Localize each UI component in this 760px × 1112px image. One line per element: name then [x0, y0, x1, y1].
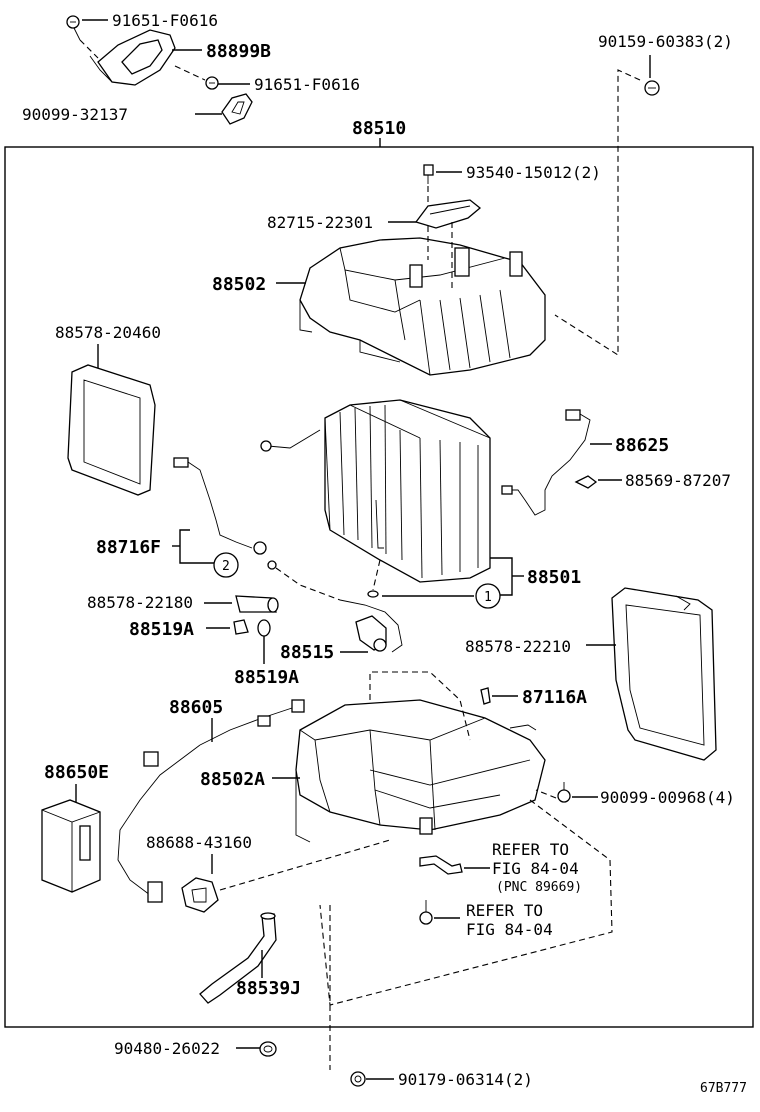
- label-87116A: 87116A: [522, 687, 587, 708]
- label-90179: 90179-06314(2): [398, 1070, 533, 1089]
- refer-2-line2: FIG 84-04: [466, 920, 553, 939]
- label-88688: 88688-43160: [146, 833, 252, 852]
- label-88605: 88605: [169, 697, 223, 718]
- marker-2: [213, 552, 239, 578]
- clip-88519A-left[interactable]: [233, 619, 249, 635]
- nut-90179[interactable]: [350, 1071, 366, 1087]
- label-88650E: 88650E: [44, 762, 109, 783]
- dash-oring: [372, 559, 381, 591]
- dash-marker-2: [275, 567, 341, 601]
- sensor-88625[interactable]: [501, 409, 591, 516]
- label-88501: 88501: [527, 567, 581, 588]
- bolt-91651-mid[interactable]: [205, 76, 219, 90]
- plug-90480[interactable]: [259, 1041, 277, 1057]
- refer-2-line1: REFER TO: [466, 901, 543, 920]
- label-88569: 88569-87207: [625, 471, 731, 490]
- label-88578-22210: 88578-22210: [465, 637, 571, 656]
- label-88502A: 88502A: [200, 769, 265, 790]
- screw-refer-2[interactable]: [419, 900, 433, 925]
- dash-case-top: [369, 671, 471, 741]
- label-90159: 90159-60383(2): [598, 32, 733, 51]
- label-88578-20460: 88578-20460: [55, 323, 161, 342]
- bracket-88716F: [179, 529, 214, 564]
- o-ring[interactable]: [367, 590, 379, 598]
- clip-88519A-right[interactable]: [257, 619, 271, 637]
- label-88625: 88625: [615, 435, 669, 456]
- evaporator-88501[interactable]: [260, 399, 491, 583]
- label-82715: 82715-22301: [267, 213, 373, 232]
- refer-1-line3: (PNC 89669): [496, 880, 582, 895]
- dash-90159: [554, 69, 641, 357]
- label-91651-mid: 91651-F0616: [254, 75, 360, 94]
- label-88539J: 88539J: [236, 978, 301, 999]
- marker-2-text: 2: [222, 559, 230, 574]
- lower-case-88502A[interactable]: [295, 699, 546, 843]
- screw-93540[interactable]: [423, 164, 434, 184]
- clamp-88688[interactable]: [181, 877, 219, 913]
- label-88578-22180: 88578-22180: [87, 593, 193, 612]
- screw-90099-00968[interactable]: [557, 782, 571, 803]
- label-91651-top: 91651-F0616: [112, 11, 218, 30]
- o-ring-small[interactable]: [267, 560, 277, 570]
- upper-case-88502[interactable]: [299, 237, 546, 376]
- assembly-frame: [4, 146, 754, 1028]
- dash-90099-00968: [535, 789, 557, 799]
- pin-87116A[interactable]: [480, 687, 491, 705]
- sleeve-88578-22180[interactable]: [235, 595, 279, 613]
- bracket-82715[interactable]: [414, 199, 482, 229]
- marker-1-text: 1: [484, 590, 492, 605]
- label-88899B: 88899B: [206, 41, 271, 62]
- label-88519A-left: 88519A: [129, 619, 194, 640]
- dash-lower-outline: [319, 799, 613, 1006]
- bolt-91651-top[interactable]: [66, 15, 81, 41]
- label-93540: 93540-15012(2): [466, 163, 601, 182]
- grommet-90099-32137[interactable]: [221, 93, 253, 125]
- dash-91651-mid: [174, 65, 206, 81]
- cover-88899B[interactable]: [89, 29, 176, 86]
- dash-91651-top: [79, 39, 99, 59]
- refer-1-line2: FIG 84-04: [492, 859, 579, 878]
- harness-88605[interactable]: [117, 699, 305, 903]
- refer-1-line1: REFER TO: [492, 840, 569, 859]
- valve-88515[interactable]: [339, 599, 403, 653]
- thermistor-88716F[interactable]: [173, 457, 267, 555]
- label-90480: 90480-26022: [114, 1039, 220, 1058]
- label-88716F: 88716F: [96, 537, 161, 558]
- bolt-90159[interactable]: [644, 80, 660, 96]
- bracket-refer-1[interactable]: [419, 855, 463, 875]
- label-90099-00968: 90099-00968(4): [600, 788, 735, 807]
- label-88515: 88515: [280, 642, 334, 663]
- label-90099-32137: 90099-32137: [22, 105, 128, 124]
- assembly-number: 88510: [352, 118, 406, 139]
- diagram-code: 67B777: [700, 1081, 747, 1096]
- seal-88578-22210[interactable]: [611, 587, 717, 761]
- label-88502: 88502: [212, 274, 266, 295]
- amplifier-88650E[interactable]: [41, 799, 101, 893]
- marker-1: [475, 583, 501, 609]
- hose-88539J[interactable]: [199, 912, 277, 1004]
- label-88519A-bottom: 88519A: [234, 667, 299, 688]
- seal-88578-20460[interactable]: [67, 364, 156, 496]
- clip-88569[interactable]: [574, 475, 598, 489]
